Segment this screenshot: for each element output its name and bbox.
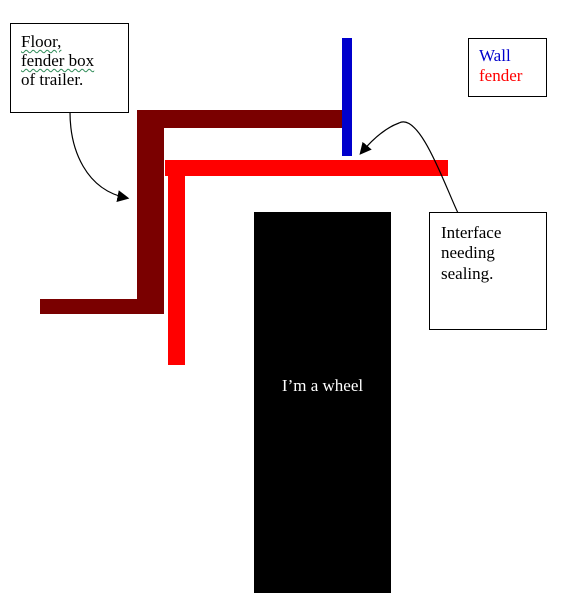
- interface-label-line-2: needing: [441, 243, 495, 263]
- floor-arrow-icon: [69, 111, 130, 203]
- floor-vertical-beam: [137, 110, 164, 314]
- wheel-shape: [254, 212, 391, 593]
- floor-top-beam: [137, 110, 342, 128]
- floor-label-line-3: of trailer.: [21, 70, 84, 90]
- floor-label-line-1: Floor,: [21, 32, 62, 51]
- interface-label-line-3: sealing.: [441, 263, 494, 283]
- floor-fender-box-shape: [40, 110, 342, 314]
- wheel-label: I’m a wheel: [281, 376, 364, 395]
- floor-label-box: Floor, fender box of trailer.: [10, 23, 129, 113]
- fender-vertical-beam: [168, 160, 185, 365]
- interface-label-line-1: Interface: [441, 223, 502, 242]
- legend-box: Wall fender: [468, 38, 547, 97]
- interface-label-box: Interface needing sealing.: [429, 212, 547, 330]
- legend-wall-label: Wall: [479, 46, 511, 65]
- interface-arrow-icon: [359, 121, 459, 214]
- legend-fender-label: fender: [479, 66, 523, 86]
- fender-horizontal-beam: [165, 160, 448, 176]
- wall-shape: [342, 38, 352, 156]
- floor-bottom-beam: [40, 299, 164, 314]
- fender-shape: [165, 160, 448, 365]
- floor-label-line-2: fender box: [21, 51, 95, 71]
